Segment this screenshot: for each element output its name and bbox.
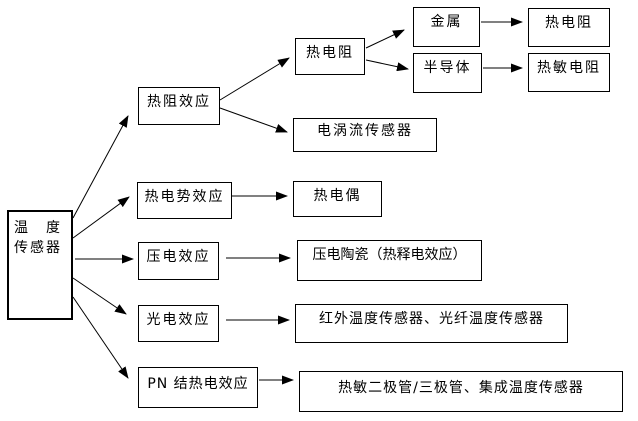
- temperature-sensor-label-line2: 传感器: [14, 240, 62, 257]
- node-photoelectric-effect: 光电效应: [138, 305, 219, 342]
- arrow-root-to-thermoelectric-potential-effect: [72, 196, 130, 239]
- node-semiconductor: 半导体: [413, 53, 482, 93]
- node-eddy-current-sensor: 电涡流传感器: [293, 118, 437, 152]
- arrow-root-to-pn-junction-effect: [72, 296, 129, 379]
- node-pn-junction-thermal-effect: PN 结热电效应: [138, 367, 258, 408]
- arrow-thermal-resistance-to-eddy-current: [219, 107, 288, 133]
- node-thermal-resistance-effect: 热阻效应: [138, 87, 220, 125]
- arrow-thermal-resistor-to-metal: [365, 29, 405, 49]
- node-thermocouple: 热电偶: [293, 181, 382, 217]
- node-metal: 金属: [413, 7, 480, 47]
- node-piezoelectric-effect: 压电效应: [138, 242, 219, 280]
- node-thermal-resistor-rtd: 热电阻: [528, 8, 610, 47]
- node-thermoelectric-potential-effect: 热电势效应: [137, 182, 232, 219]
- arrow-root-to-photoelectric-effect: [72, 277, 127, 315]
- arrow-thermal-resistance-to-thermal-resistor: [219, 57, 290, 101]
- node-thermal-resistor-mid: 热电阻: [295, 38, 365, 75]
- node-thermistor: 热敏电阻: [528, 53, 610, 92]
- node-temperature-sensor: 温 度传感器: [7, 210, 73, 320]
- arrow-thermal-resistor-to-semiconductor: [365, 59, 409, 72]
- temperature-sensor-label-line1: 温 度: [14, 220, 62, 236]
- node-thermal-diode-integrated: 热敏二极管/三极管、集成温度传感器: [299, 371, 623, 412]
- arrow-root-to-thermal-resistance-effect: [72, 115, 129, 219]
- node-infrared-fiber-sensors: 红外温度传感器、光纤温度传感器: [295, 304, 568, 343]
- node-piezoelectric-ceramic: 压电陶瓷（热释电效应）: [297, 240, 482, 281]
